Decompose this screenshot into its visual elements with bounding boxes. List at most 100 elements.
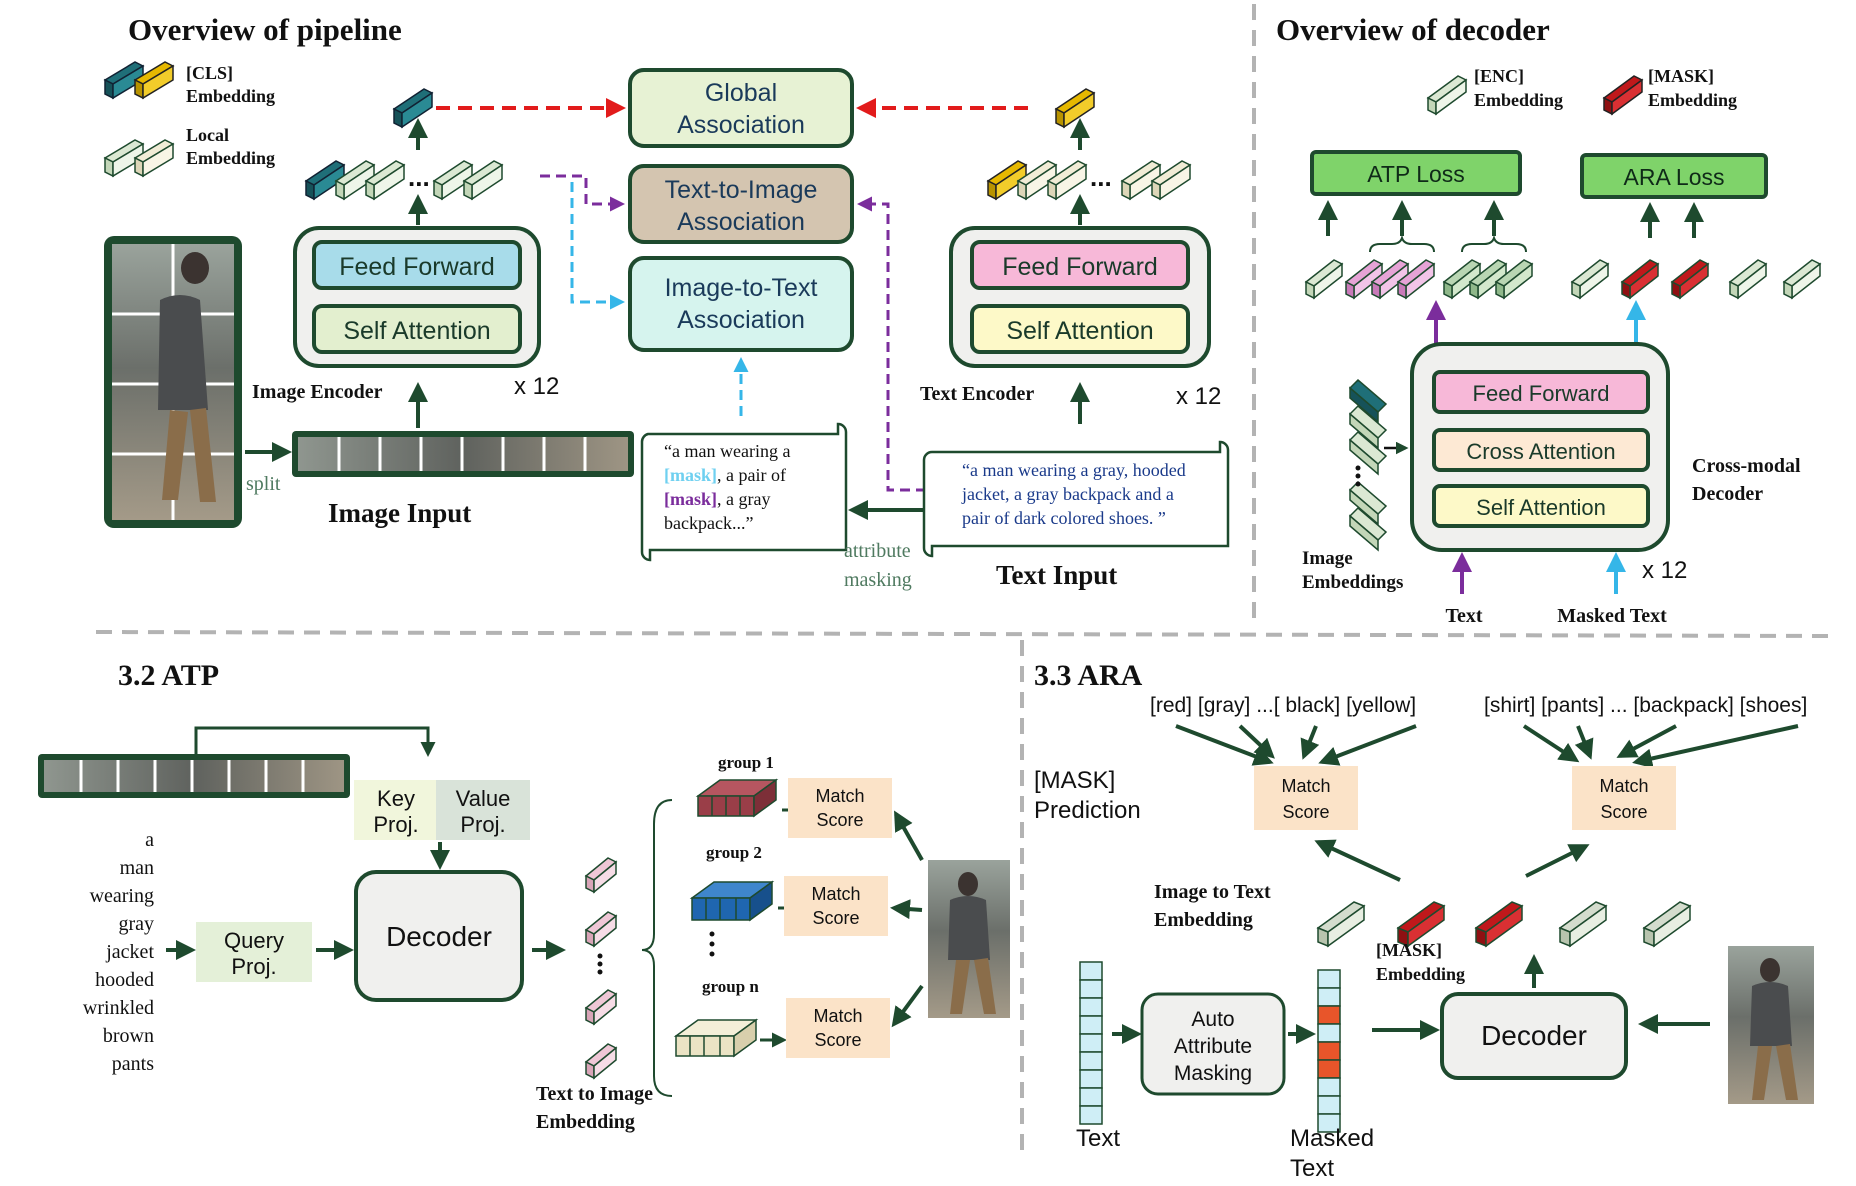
enc-legend-line1: [ENC] — [1474, 66, 1524, 86]
local-legend-line1: Local — [186, 125, 229, 145]
image-to-text-association-box: Image-to-Text Association — [628, 256, 854, 352]
text-caption-scroll: “a man wearing a gray, hooded jacket, a … — [922, 440, 1230, 558]
ara-decoder-label: Decoder — [1481, 1020, 1587, 1051]
mask-legend-line2: Embedding — [1648, 90, 1737, 110]
atp-loss-label: ATP Loss — [1367, 161, 1465, 187]
decoder-self-attention-label: Self Attention — [1476, 495, 1606, 520]
atp-loss-box: ATP Loss — [1310, 150, 1522, 196]
t2i-assoc-line1: Text-to-Image — [665, 176, 818, 204]
atp-match-score-2: Match Score — [784, 876, 888, 936]
ara-text-label: Text — [1076, 1125, 1120, 1152]
atp-word-9: pants — [112, 1053, 154, 1075]
decoder-enc-token — [1304, 259, 1344, 300]
mask-embedding-legend-icon — [1602, 75, 1644, 116]
decoder-self-attention — [1432, 484, 1650, 528]
decoder-legend: [ENC] Embedding [MASK] Embedding — [1426, 66, 1737, 116]
atp-embedding-tokens — [584, 857, 618, 1080]
ara-items-list: [shirt] [pants] ... [backpack] [shoes] — [1484, 694, 1807, 717]
decoder-output-tokens — [1304, 259, 1822, 300]
group-brace — [641, 799, 673, 1097]
text-caption-line1: “a man wearing a gray, hooded — [962, 460, 1186, 480]
image-self-attention-label: Self Attention — [343, 317, 490, 345]
atp-match-n-line2: Score — [814, 1030, 861, 1050]
decoder-ara-tokens — [1570, 259, 1822, 300]
global-association-box: Global Association — [628, 68, 854, 148]
ara-match-2-line1: Match — [1599, 776, 1648, 796]
key-proj-line2: Proj. — [373, 812, 418, 837]
decoder-pink-tokens — [1344, 259, 1436, 300]
text-self-attention — [970, 304, 1190, 354]
text-feed-forward-label: Feed Forward — [1002, 253, 1158, 281]
enc-embedding-legend-icon — [1426, 75, 1468, 116]
atp-word-8: brown — [103, 1025, 154, 1047]
group-dots — [709, 931, 715, 957]
text-to-image-association-box: Text-to-Image Association — [628, 164, 854, 244]
text-token-ellipsis: ... — [1090, 162, 1112, 192]
ara-match-1-line1: Match — [1281, 776, 1330, 796]
key-proj-box: Key Proj. — [354, 780, 438, 840]
auto-masking-line3: Masking — [1174, 1062, 1252, 1085]
masked-caption-line2-rest: , a pair of — [717, 465, 786, 485]
loss-arrows — [1318, 200, 1704, 238]
section-dividers — [95, 4, 1831, 1160]
i2t-assoc-line2: Association — [677, 306, 805, 334]
masked-caption-mask-blue: [mask] — [664, 465, 717, 485]
token-braces — [1369, 234, 1527, 253]
group-n-tokens — [673, 1018, 759, 1058]
image-token-ellipsis: ... — [408, 162, 430, 192]
atp-decoder-box: Decoder — [354, 870, 524, 1002]
cross-modal-decoder-line1: Cross-modal — [1692, 455, 1801, 477]
masked-caption-line1: “a man wearing a — [664, 441, 790, 461]
query-proj-line1: Query — [224, 928, 284, 953]
image-feed-forward — [312, 240, 522, 290]
image-feed-forward-label: Feed Forward — [339, 253, 495, 281]
cross-modal-decoder-block: Feed Forward Cross Attention Self Attent… — [1410, 342, 1670, 552]
attribute-masking-line2: masking — [844, 569, 912, 591]
mask-prediction-line1: [MASK] — [1034, 767, 1115, 794]
atp-match-n-line1: Match — [813, 1006, 862, 1026]
ara-person-photo — [1728, 946, 1814, 1104]
attribute-masking-line1: attribute — [844, 540, 911, 562]
image-encoder-label: Image Encoder — [252, 381, 383, 403]
atp-match-1-line2: Score — [816, 810, 863, 830]
atp-word-7: wrinkled — [83, 997, 154, 1019]
atp-word-2: man — [120, 857, 154, 879]
cls-legend-line1: [CLS] — [186, 63, 233, 83]
atp-word-4: gray — [118, 913, 154, 935]
image-encoder-block: Feed Forward Self Attention — [293, 226, 541, 368]
atp-match-2-line2: Score — [812, 908, 859, 928]
decoder-masked-text-label: Masked Text — [1557, 605, 1667, 627]
image-token-row: ... — [304, 160, 504, 201]
group-2-label: group 2 — [706, 843, 762, 862]
t2i-assoc-line2: Association — [677, 208, 805, 236]
ara-match-2-line2: Score — [1600, 802, 1647, 822]
ara-masked-text-line2: Text — [1290, 1155, 1334, 1182]
strip-to-proj-arrow — [194, 726, 436, 757]
ara-mask-embedding-line1: [MASK] — [1376, 940, 1442, 960]
image-embeddings-line2: Embeddings — [1302, 572, 1403, 593]
atp-person-photo — [928, 860, 1010, 1018]
text-input-label: Text Input — [996, 560, 1117, 590]
group-2-tokens — [689, 880, 775, 922]
value-proj-line1: Value — [456, 786, 511, 811]
photo-to-match-arrows — [890, 810, 924, 1028]
ara-embedding-tokens — [1316, 901, 1692, 948]
decoder-feed-forward-label: Feed Forward — [1473, 381, 1610, 406]
mask-to-score-arrows — [1314, 839, 1590, 882]
key-proj-line1: Key — [377, 786, 415, 811]
mask-legend-line1: [MASK] — [1648, 66, 1714, 86]
split-label: split — [246, 473, 281, 495]
group-n-label: group n — [702, 977, 759, 996]
atp-word-6: hooded — [95, 969, 154, 991]
image-patch-strip — [292, 431, 634, 477]
pipeline-legend: [CLS] Embedding Local Embedding — [103, 61, 275, 178]
atp-word-1: a — [145, 829, 154, 851]
atp-embedding-dots — [597, 953, 603, 975]
masked-caption-line2: [mask], a pair of — [664, 465, 786, 485]
global-assoc-line2: Association — [677, 111, 805, 139]
query-proj-box: Query Proj. — [196, 922, 312, 982]
auto-attribute-masking-box: Auto Attribute Masking — [1140, 992, 1286, 1096]
masked-caption-scroll: “a man wearing a [mask], a pair of [mask… — [640, 422, 848, 562]
text-cls-output-token — [1054, 88, 1096, 129]
